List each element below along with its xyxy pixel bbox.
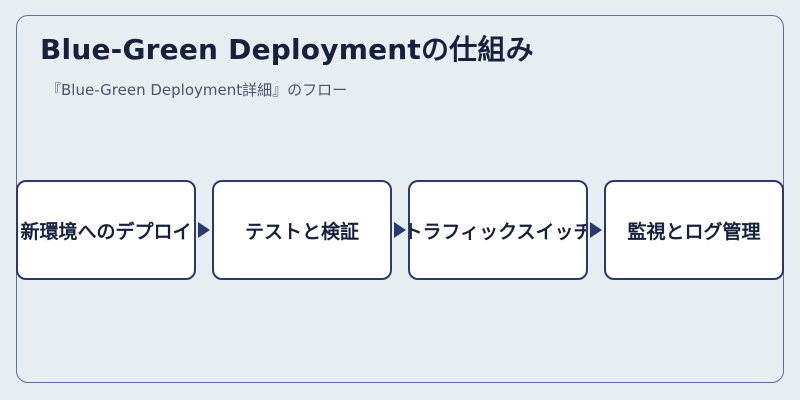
flow-step-monitor: 監視とログ管理	[604, 180, 784, 280]
flow-arrow-icon	[590, 222, 602, 238]
flow-arrow-icon	[394, 222, 406, 238]
flow-steps: 新環境へのデプロイ テストと検証 トラフィックスイッチ 監視とログ管理	[16, 180, 784, 280]
diagram-subtitle: 『Blue-Green Deployment詳細』のフロー	[46, 81, 348, 99]
flow-step-test: テストと検証	[212, 180, 392, 280]
flow-step-label: 監視とログ管理	[627, 220, 761, 243]
flow-step-label: テストと検証	[244, 220, 359, 243]
flow-step-deploy: 新環境へのデプロイ	[16, 180, 196, 280]
flow-step-label: トラフィックスイッチ	[408, 220, 588, 243]
flow-step-label: 新環境へのデプロイ	[20, 220, 192, 243]
flow-step-switch: トラフィックスイッチ	[408, 180, 588, 280]
flow-arrow-icon	[198, 222, 210, 238]
diagram-title: Blue-Green Deploymentの仕組み	[40, 33, 534, 66]
